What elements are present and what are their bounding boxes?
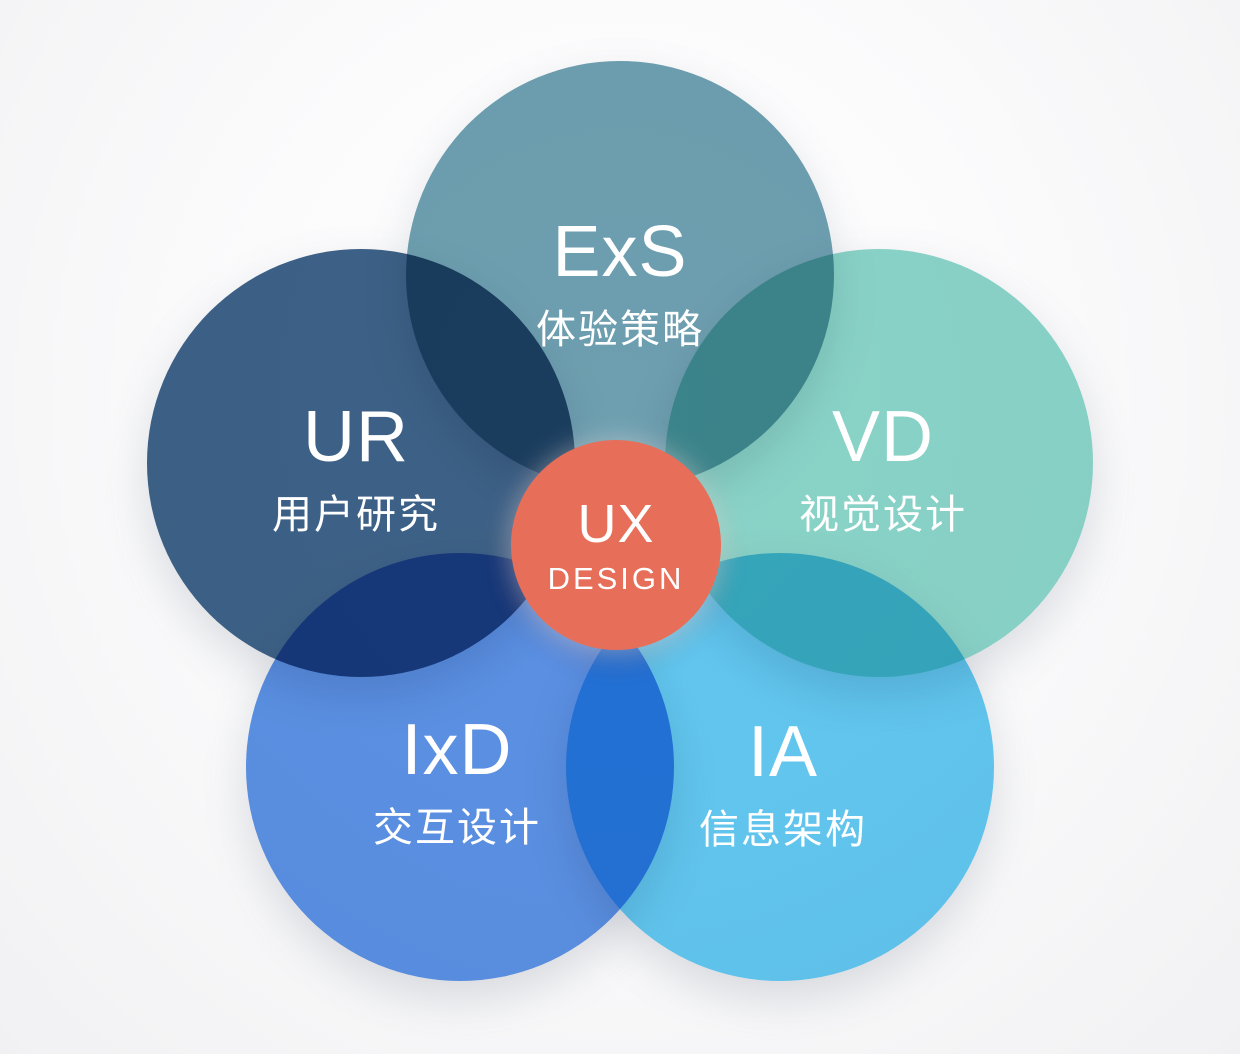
center-title: UX <box>577 493 655 554</box>
ux-design-center-circle: UX DESIGN <box>511 440 721 650</box>
center-subtitle: DESIGN <box>547 560 685 596</box>
